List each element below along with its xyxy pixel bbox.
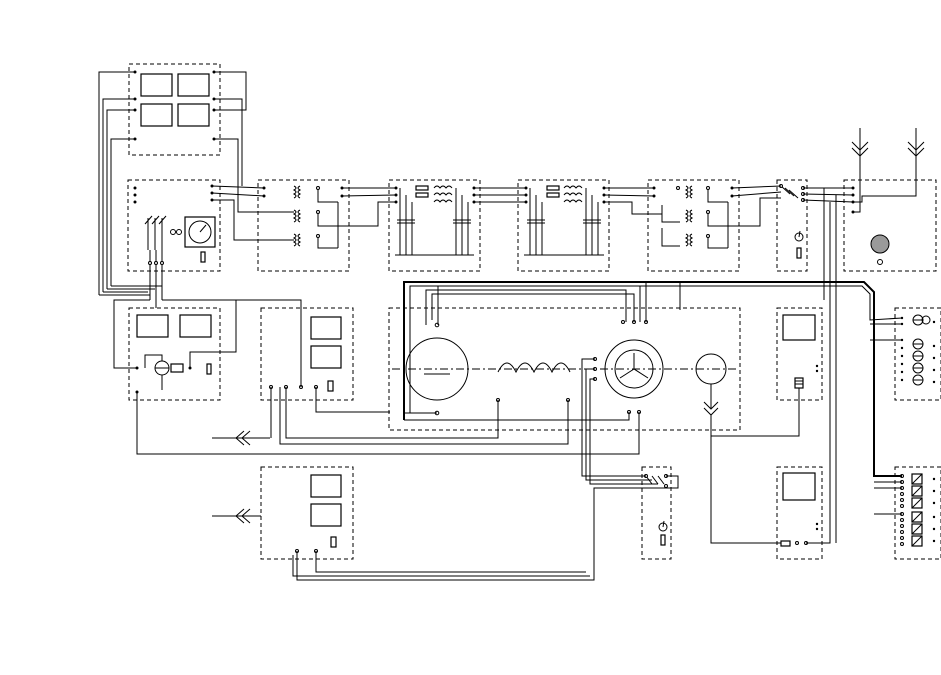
ground-arrow-2 <box>212 508 261 524</box>
transformer-2 <box>647 179 740 272</box>
exciter-panel <box>128 307 221 401</box>
motor-generator-set <box>388 307 741 431</box>
lamp-switch <box>641 466 672 560</box>
side-panel-2 <box>776 466 823 560</box>
ground-arrow-3 <box>703 400 719 416</box>
fuse-block <box>894 307 941 401</box>
control-panel-2 <box>260 466 354 560</box>
meter-switch-panel <box>127 179 221 272</box>
filter-1 <box>388 179 481 272</box>
control-panel-1 <box>260 307 354 401</box>
transformer-1 <box>257 179 350 272</box>
top-panel <box>128 63 221 156</box>
antenna-arrow-1 <box>851 128 869 157</box>
antenna-arrow-2 <box>907 128 925 157</box>
side-panel-1 <box>776 307 823 401</box>
relay-block <box>894 466 941 560</box>
filter-2 <box>517 179 610 272</box>
disconnect-switch <box>776 179 808 272</box>
wiring <box>98 71 903 581</box>
antenna-unit <box>843 150 937 272</box>
ground-arrow-1 <box>212 430 270 446</box>
